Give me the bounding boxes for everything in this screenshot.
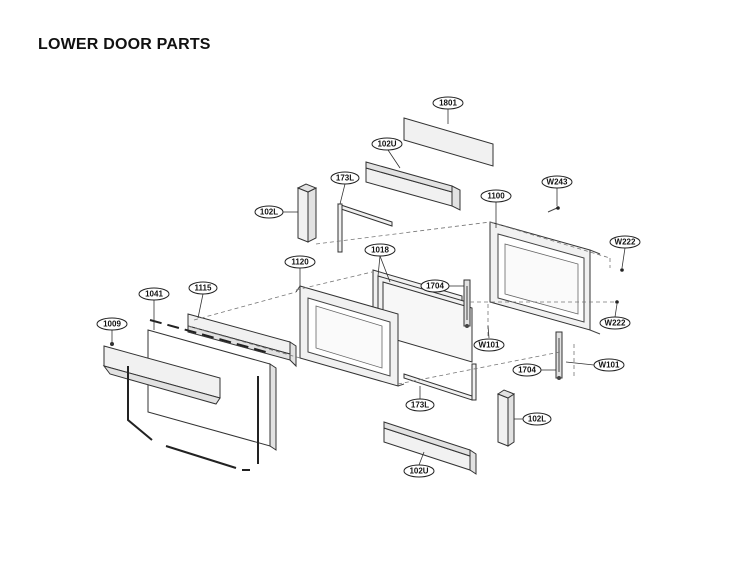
- callout-1115-text: 1115: [195, 284, 212, 293]
- callout-173l-bottom-text: 173L: [411, 401, 429, 410]
- callout-1801: 1801: [432, 96, 464, 110]
- callout-1801-text: 1801: [439, 99, 457, 108]
- callout-w101-top-text: W101: [479, 341, 500, 350]
- part-1704-hinge-top: [463, 279, 471, 328]
- callout-102l-left: 102L: [254, 205, 284, 219]
- screw-w222-top: [620, 268, 624, 272]
- callout-w222-bottom: W222: [599, 316, 631, 330]
- callout-173l-top-text: 173L: [336, 174, 354, 183]
- part-1100-inner-frame: [489, 221, 601, 335]
- part-1704-hinge-bottom: [555, 331, 563, 380]
- part-102u-bottom-trim: [383, 421, 477, 475]
- callout-102l-right: 102L: [522, 412, 552, 426]
- page-title: LOWER DOOR PARTS: [38, 36, 211, 53]
- callout-w101-bottom-text: W101: [599, 361, 620, 370]
- callout-1018: 1018: [364, 243, 396, 257]
- callout-w101-top: W101: [473, 338, 505, 352]
- callout-w243: W243: [541, 175, 573, 189]
- callout-1120: 1120: [284, 255, 316, 269]
- callout-1704-top-text: 1704: [426, 282, 444, 291]
- alignment-lines: [187, 221, 616, 385]
- callout-1100-text: 1100: [487, 192, 505, 201]
- callout-102u-top-text: 102U: [377, 140, 396, 149]
- callout-1041-text: 1041: [145, 290, 163, 299]
- callout-102l-left-text: 102L: [260, 208, 278, 217]
- callout-1100: 1100: [480, 189, 512, 203]
- callout-102l-right-text: 102L: [528, 415, 546, 424]
- part-102u-top-trim: [365, 161, 461, 211]
- callout-1018-text: 1018: [371, 246, 389, 255]
- callout-173l-top: 173L: [330, 171, 360, 185]
- callout-w222-top: W222: [609, 235, 641, 249]
- callout-w101-bottom: W101: [593, 358, 625, 372]
- callout-1704-top: 1704: [420, 279, 450, 293]
- callout-w243-text: W243: [547, 178, 568, 187]
- callout-102u-bottom: 102U: [403, 464, 435, 478]
- callout-102u-top: 102U: [371, 137, 403, 151]
- callout-1009: 1009: [96, 317, 128, 331]
- part-1120-middle-frame: [295, 285, 405, 387]
- callout-1704-bottom-text: 1704: [518, 366, 536, 375]
- front-door-outline: [127, 319, 267, 471]
- callout-1009-text: 1009: [103, 320, 121, 329]
- screw-w243: [547, 206, 560, 213]
- callout-102u-bottom-text: 102U: [409, 467, 428, 476]
- part-1801-panel: [403, 117, 494, 167]
- callout-1704-bottom: 1704: [512, 363, 542, 377]
- part-173l-bottom-strip: [403, 363, 477, 401]
- callout-1041: 1041: [138, 287, 170, 301]
- callout-w222-top-text: W222: [615, 238, 636, 247]
- part-1009-handle: [102, 342, 221, 405]
- callout-1120-text: 1120: [291, 258, 309, 267]
- part-102l-left-block: [296, 183, 318, 243]
- part-102l-right-block: [496, 389, 516, 447]
- screw-w222-bottom: [615, 300, 619, 304]
- leader-lines: [111, 108, 626, 466]
- part-173l-top-strip: [337, 203, 393, 253]
- callout-1115: 1115: [188, 281, 218, 295]
- callout-w222-bottom-text: W222: [605, 319, 626, 328]
- callout-173l-bottom: 173L: [405, 398, 435, 412]
